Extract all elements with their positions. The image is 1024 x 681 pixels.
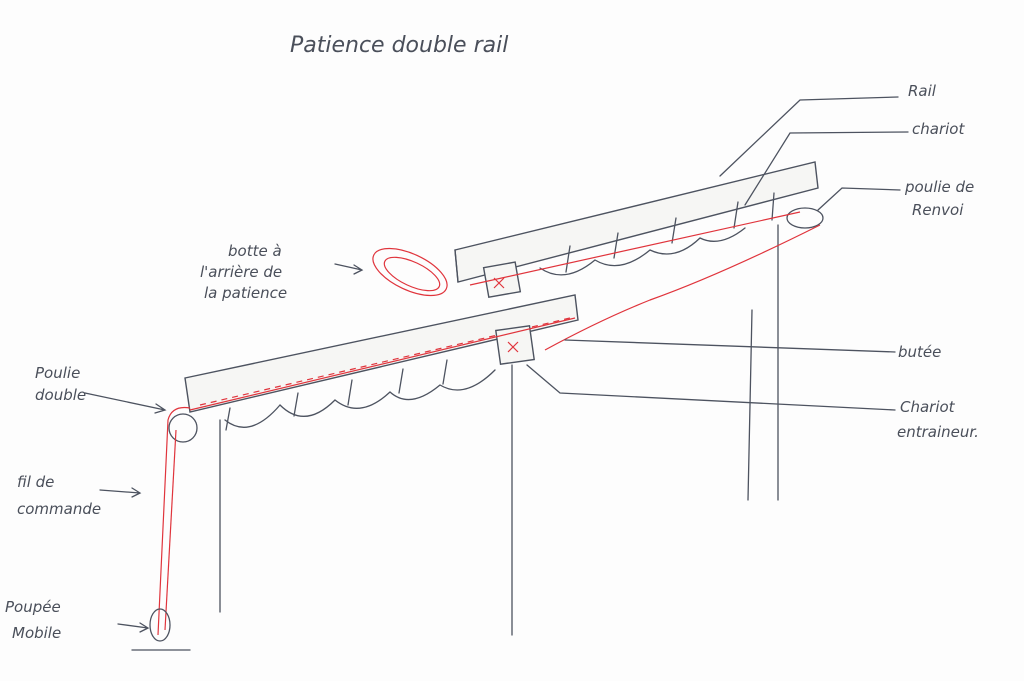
label-fil-commande-2: commande bbox=[17, 500, 101, 518]
cord-bundle bbox=[372, 247, 448, 297]
curtain-lines bbox=[219, 224, 779, 636]
diagram-title: Patience double rail bbox=[290, 33, 508, 58]
leader-lines bbox=[84, 96, 909, 633]
label-botte-1: botte à bbox=[228, 242, 282, 260]
front-rail bbox=[168, 294, 579, 443]
label-poulie-double-2: double bbox=[35, 386, 86, 404]
label-poupee-mobile-1: Poupée bbox=[5, 598, 61, 616]
label-fil-commande-1: fil de bbox=[17, 473, 54, 491]
back-rail bbox=[454, 161, 824, 299]
poulie-double bbox=[168, 413, 198, 443]
label-botte-2: l'arrière de bbox=[200, 263, 282, 281]
label-chariot: chariot bbox=[912, 120, 965, 138]
label-poupee-mobile-2: Mobile bbox=[12, 624, 61, 642]
label-butee: butée bbox=[898, 343, 941, 361]
label-chariot-entraineur-1: Chariot bbox=[900, 398, 956, 416]
control-cord bbox=[131, 211, 821, 651]
label-botte-3: la patience bbox=[204, 284, 287, 302]
label-poulie-double-1: Poulie bbox=[35, 364, 80, 382]
poulie-renvoi bbox=[786, 207, 824, 229]
label-poulie-renvoi-2: Renvoi bbox=[912, 201, 964, 219]
label-chariot-entraineur-2: entraineur. bbox=[897, 423, 979, 441]
poupee-mobile bbox=[149, 608, 171, 642]
label-poulie-renvoi-1: poulie de bbox=[904, 178, 974, 196]
label-rail: Rail bbox=[908, 82, 937, 100]
